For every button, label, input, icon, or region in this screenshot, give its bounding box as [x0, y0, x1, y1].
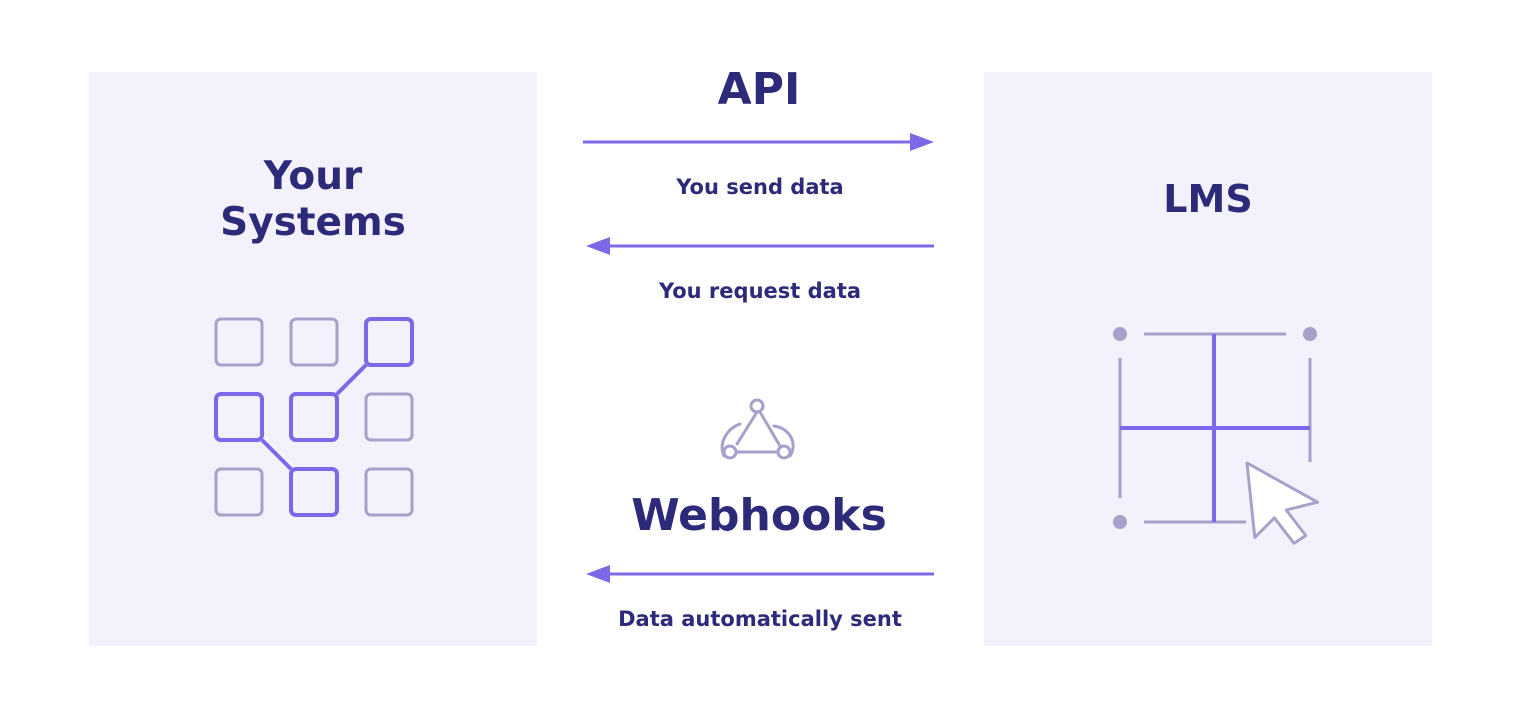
- send-data-arrow: [583, 133, 934, 151]
- lms-title: LMS: [1163, 177, 1253, 221]
- request-data-label: You request data: [658, 279, 862, 303]
- webhooks-title: Webhooks: [631, 490, 887, 541]
- lms-panel: LMS: [984, 72, 1432, 646]
- layout-grid-cursor-icon: [1113, 327, 1319, 545]
- api-title: API: [717, 64, 801, 115]
- your-systems-panel: Your Systems: [89, 72, 537, 646]
- webhook-icon: [720, 398, 795, 460]
- connected-node-grid-icon: [214, 317, 414, 517]
- send-data-label: You send data: [676, 175, 844, 199]
- your-systems-title: Your Systems: [220, 154, 406, 245]
- request-data-arrow: [586, 237, 934, 255]
- auto-sent-label: Data automatically sent: [618, 607, 902, 631]
- auto-sent-arrow: [586, 565, 934, 583]
